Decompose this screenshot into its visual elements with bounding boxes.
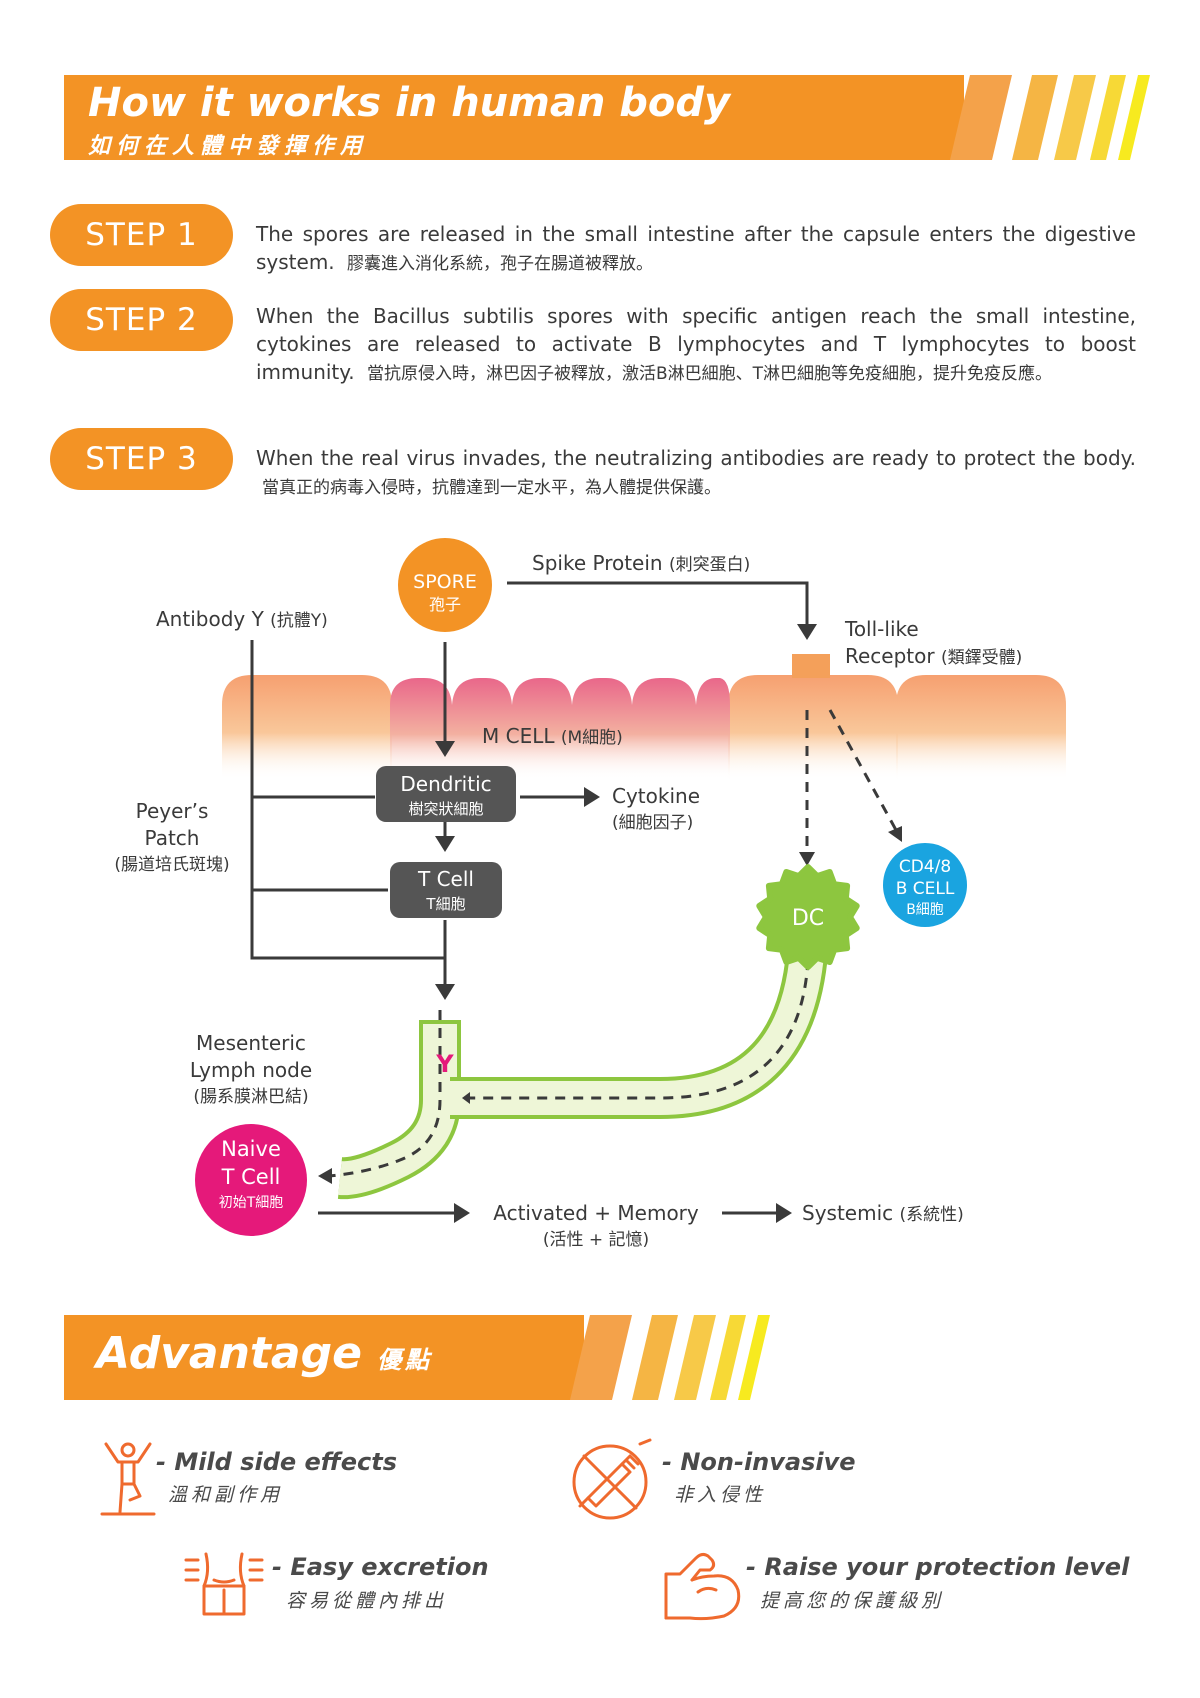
svg-text:T Cell: T Cell [221,1165,281,1189]
cytokine-label: Cytokine (細胞因子) [612,784,700,833]
spore-label: SPORE [413,571,477,593]
antibody-label: Antibody Y (抗體Y) [156,607,328,631]
svg-text:Dendritic: Dendritic [400,772,491,796]
advantage-item-3-subtitle: 容易從體內排出 [286,1590,448,1612]
svg-text:樹突狀細胞: 樹突狀細胞 [408,800,483,818]
step-1-text: The spores are released in the small int… [256,220,1136,278]
advantage-item-3-title: - Easy excretion [272,1553,489,1581]
step-1-text-zh: 膠囊進入消化系統，孢子在腸道被釋放。 [347,254,654,274]
step-3-text-zh: 當真正的病毒入侵時，抗體達到一定水平，為人體提供保護。 [262,478,721,498]
mesenteric-label: Mesenteric Lymph node (腸系膜淋巴結) [190,1031,312,1107]
svg-text:CD4/8: CD4/8 [899,857,951,877]
advantage-item-4-subtitle: 提高您的保護級別 [760,1590,945,1612]
advantage-item-2-subtitle: 非入侵性 [674,1484,767,1506]
lymph-vessel [337,938,829,1200]
step-3-text-en: When the real virus invades, the neutral… [256,446,1136,470]
m-cell-label: M CELL (M細胞) [482,724,623,748]
flexed-arm-icon [664,1552,741,1621]
svg-text:DC: DC [792,906,824,931]
step-2-badge: STEP 2 [50,289,233,351]
advantage-item-1-title: - Mild side effects [156,1448,398,1476]
step-3-text: When the real virus invades, the neutral… [256,444,1136,502]
svg-text:T細胞: T細胞 [425,895,465,913]
dashed-flow-paths [329,709,898,1178]
activated-memory-label: Activated + Memory (活性 + 記憶) [493,1201,699,1250]
peyers-patch-label: Peyer’s Patch (腸道培氏斑塊) [114,799,229,875]
advantage-stripes [570,1315,770,1400]
advantage-title-en: Advantage [96,1328,362,1379]
advantage-title-zh: 優點 [377,1346,434,1374]
antibody-y-marker: Y [435,1050,454,1078]
svg-text:(腸道培氏斑塊): (腸道培氏斑塊) [114,855,229,875]
svg-text:T Cell: T Cell [417,867,474,891]
m-cell-tissue [390,678,730,780]
svg-text:B細胞: B細胞 [906,902,944,918]
spike-protein-label: Spike Protein (刺突蛋白) [532,551,750,575]
page-title-zh: 如何在人體中發揮作用 [88,134,369,159]
step-1-text-en: The spores are released in the small int… [256,222,1136,274]
svg-text:Activated + Memory: Activated + Memory [493,1201,699,1225]
step-1-badge: STEP 1 [50,204,233,266]
naive-t-cell-node: Naive T Cell 初始T細胞 [195,1124,307,1236]
header-banner [64,75,964,160]
toll-like-label-1: Toll-like [844,617,919,641]
spore-label-zh: 孢子 [429,595,461,614]
svg-text:B CELL: B CELL [896,879,955,899]
advantage-item-2-title: - Non-invasive [662,1448,856,1476]
svg-text:(活性 + 記憶): (活性 + 記憶) [543,1230,649,1250]
advantage-item-4-title: - Raise your protection level [746,1553,1130,1581]
svg-text:Mesenteric: Mesenteric [196,1031,306,1055]
header-stripes [950,75,1150,160]
no-syringe-icon [572,1438,652,1520]
spore-node: SPORE 孢子 [398,538,492,632]
intestinal-tissue [222,675,1066,780]
toll-like-label-2: Receptor (類鐸受體) [845,644,1022,668]
advantage-banner [64,1315,584,1400]
page-title: How it works in human body [88,80,731,126]
b-cell-node: CD4/8 B CELL B細胞 [883,843,967,927]
person-stretch-icon [100,1442,156,1516]
t-cell-node: T Cell T細胞 [390,862,502,918]
waist-icon [184,1552,264,1616]
dendritic-cell-node: Dendritic 樹突狀細胞 [376,766,516,822]
svg-text:初始T細胞: 初始T細胞 [219,1194,284,1211]
svg-text:Lymph node: Lymph node [190,1058,312,1082]
step-3-badge: STEP 3 [50,428,233,490]
advantage-title: Advantage 優點 [96,1328,433,1379]
dc-node: DC [756,864,860,970]
svg-text:Cytokine: Cytokine [612,784,700,808]
toll-like-receptor-shape [792,654,830,678]
step-2-text: When the Bacillus subtilis spores with s… [256,302,1136,388]
svg-text:Naive: Naive [221,1137,281,1161]
solid-flow-lines [250,581,809,1215]
advantage-item-1-subtitle: 溫和副作用 [168,1484,284,1506]
svg-text:Peyer’s: Peyer’s [136,799,209,823]
svg-text:(細胞因子): (細胞因子) [612,813,693,833]
svg-text:(腸系膜淋巴結): (腸系膜淋巴結) [193,1087,308,1107]
svg-text:Patch: Patch [145,826,200,850]
step-2-text-en: When the Bacillus subtilis spores with s… [256,304,1136,384]
step-2-text-zh: 當抗原侵入時，淋巴因子被釋放，激活B淋巴細胞、T淋巴細胞等免疫細胞，提升免疫反應… [366,364,1053,384]
systemic-label: Systemic (系統性) [802,1201,964,1225]
arrow-heads [435,624,817,1223]
